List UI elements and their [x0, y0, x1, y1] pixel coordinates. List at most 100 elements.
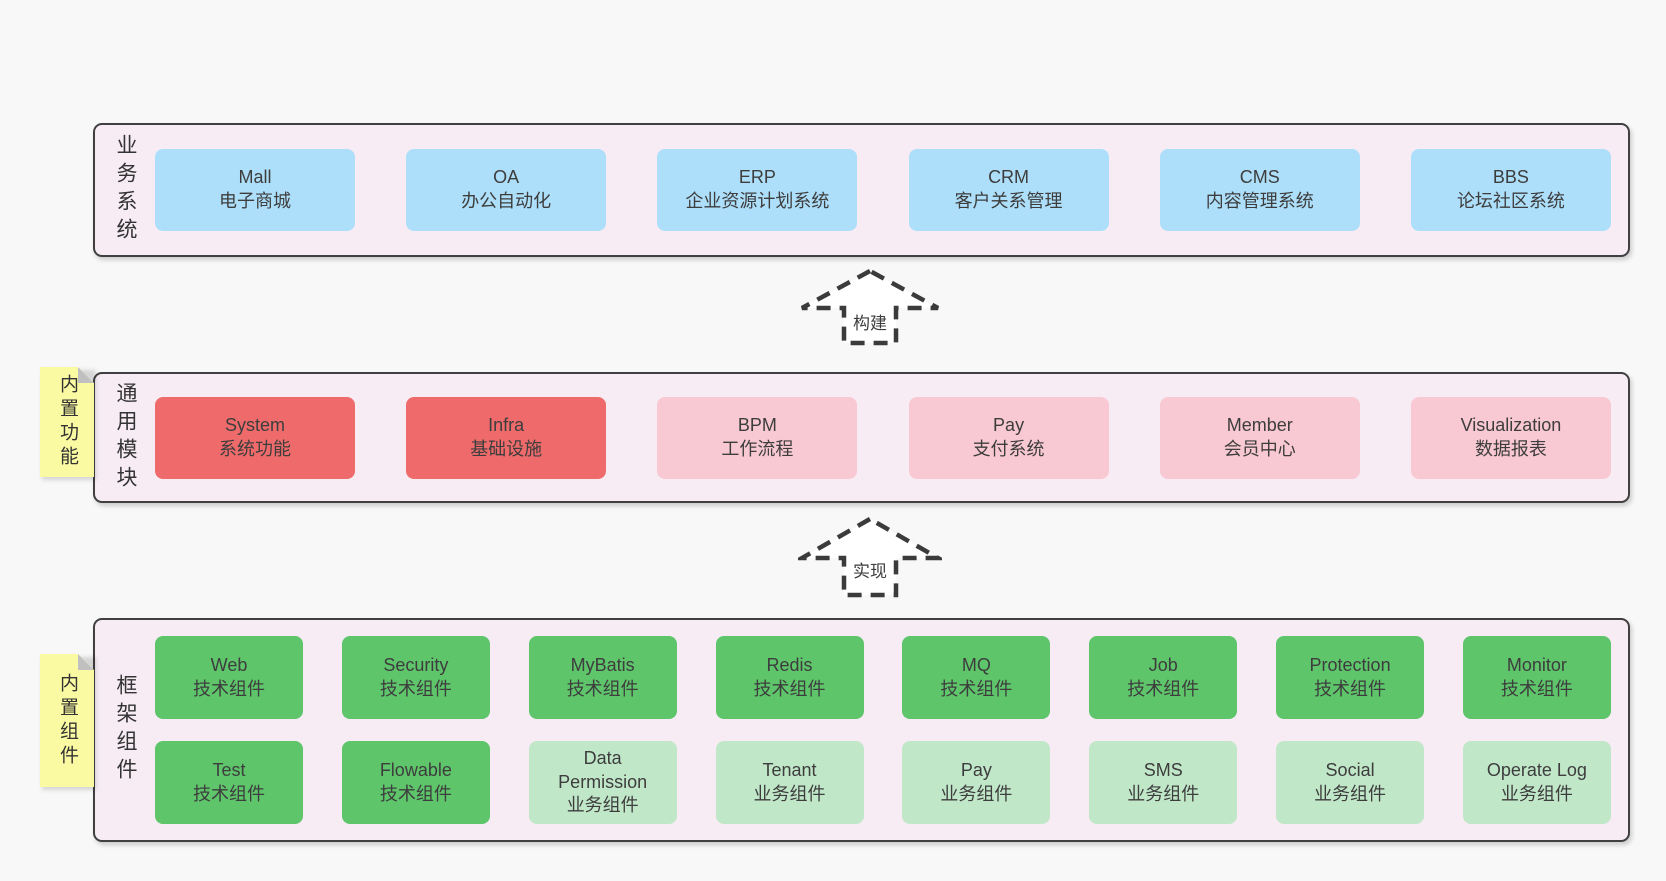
box-subtitle: 办公自动化: [461, 191, 552, 211]
box-title: Member: [1226, 414, 1293, 435]
layer-framework-components-label: 框架组件: [114, 674, 137, 786]
box-social: Social 业务组件: [1276, 741, 1425, 824]
box-protection: Protection 技术组件: [1276, 636, 1425, 719]
box-title: Infra: [488, 414, 525, 435]
box-subtitle: 技术组件: [1314, 678, 1387, 699]
box-subtitle: 业务组件: [1314, 783, 1387, 804]
box-tenant: Tenant 业务组件: [715, 741, 864, 824]
box-title: Job: [1148, 654, 1178, 675]
box-row: Mall 电子商城 OA 办公自动化 ERP 企业资源计划系统 CRM 客户关系管理 CMS 内容…: [155, 149, 1611, 231]
box-bbs: BBS 论坛社区系统: [1410, 149, 1611, 231]
box-operate-log: Operate Log 业务组件: [1462, 741, 1611, 824]
box-subtitle: 电子商城: [219, 191, 291, 211]
box-subtitle: 业务组件: [566, 795, 639, 816]
box-subtitle: 技术组件: [1127, 678, 1200, 699]
box-subtitle: 会员中心: [1223, 438, 1296, 459]
box-subtitle: 技术组件: [379, 783, 452, 804]
box-oa: OA 办公自动化: [406, 149, 607, 231]
box-title: CRM: [988, 167, 1030, 188]
box-infra: Infra 基础设施: [406, 396, 607, 479]
box-subtitle: 数据报表: [1474, 438, 1547, 459]
box-title: Redis: [766, 654, 813, 675]
box-title: System: [224, 414, 285, 435]
box-subtitle: 内容管理系统: [1205, 191, 1314, 211]
box-title: Pay: [993, 414, 1025, 435]
box-title: CMS: [1239, 167, 1280, 188]
box-security: Security 技术组件: [341, 636, 490, 719]
box-title: Operate Log: [1486, 759, 1587, 780]
box-subtitle: 业务组件: [940, 783, 1013, 804]
box-subtitle: 客户关系管理: [954, 191, 1063, 211]
box-subtitle: 论坛社区系统: [1456, 191, 1565, 211]
box-pay: Pay 支付系统: [908, 396, 1109, 479]
layer-common-modules-label: 通用模块: [114, 381, 137, 494]
box-subtitle: 基础设施: [470, 438, 543, 459]
box-monitor: Monitor 技术组件: [1462, 636, 1611, 719]
box-subtitle: 支付系统: [972, 438, 1045, 459]
box-title: ERP: [738, 167, 776, 188]
box-title: Flowable: [379, 759, 452, 780]
box-title: Mall: [238, 167, 272, 188]
box-subtitle: 技术组件: [193, 783, 265, 804]
box-subtitle: 技术组件: [566, 678, 639, 699]
layer-business-systems-label: 业务系统: [114, 134, 137, 246]
box-title: Social: [1325, 759, 1375, 780]
sticky-note-label: 内置组件: [57, 672, 78, 769]
box-subtitle: 技术组件: [379, 678, 452, 699]
box-subtitle: 技术组件: [753, 678, 826, 699]
box-subtitle: 技术组件: [1500, 678, 1573, 699]
box-visualization: Visualization 数据报表: [1410, 396, 1611, 479]
box-system: System 系统功能: [155, 396, 355, 479]
box-row: System 系统功能 Infra 基础设施 BPM 工作流程 Pay 支付系统 Member 会…: [155, 396, 1611, 479]
box-bpm: BPM 工作流程: [657, 396, 858, 479]
box-title: Monitor: [1506, 654, 1567, 675]
box-member: Member 会员中心: [1159, 396, 1360, 479]
box-crm: CRM 客户关系管理: [908, 149, 1109, 231]
box-subtitle: 业务组件: [753, 783, 826, 804]
box-title: BPM: [737, 414, 777, 435]
box-subtitle: 工作流程: [721, 438, 794, 459]
box-flowable: Flowable 技术组件: [341, 741, 490, 824]
arrow-build: 构建: [798, 268, 942, 346]
box-title: MQ: [961, 654, 991, 675]
layer-business-systems-boxes: Mall 电子商城 OA 办公自动化 ERP 企业资源计划系统 CRM 客户关系管理 CMS 内容…: [155, 149, 1611, 231]
arrow-implement-label: 实现: [851, 562, 889, 583]
box-title: BBS: [1492, 167, 1529, 188]
box-title: Visualization: [1460, 414, 1562, 435]
box-title: OA: [493, 167, 520, 188]
layer-business-systems: 业务系统 Mall 电子商城 OA 办公自动化 ERP 企业资源计划系统 CRM 客户关系管理…: [93, 123, 1630, 257]
sticky-note-built-in-features: 内置功能: [40, 367, 94, 477]
box-title: Data Permission: [558, 747, 648, 792]
layer-common-modules: 通用模块 System 系统功能 Infra 基础设施 BPM 工作流程 Pay 支付系统 Me…: [93, 372, 1630, 503]
box-job: Job 技术组件: [1089, 636, 1238, 719]
arrow-build-label: 构建: [851, 314, 889, 335]
box-title: Security: [383, 654, 449, 675]
box-title: Test: [212, 759, 246, 780]
box-subtitle: 业务组件: [1127, 783, 1200, 804]
box-cms: CMS 内容管理系统: [1159, 149, 1360, 231]
box-web: Web 技术组件: [155, 636, 303, 719]
arrow-up-dashed-icon: [798, 516, 942, 598]
arrow-implement: 实现: [798, 516, 942, 598]
box-subtitle: 系统功能: [219, 438, 291, 459]
arrow-up-dashed-icon: [800, 268, 940, 346]
box-subtitle: 技术组件: [193, 678, 265, 699]
box-erp: ERP 企业资源计划系统: [657, 149, 858, 231]
box-title: Protection: [1309, 654, 1391, 675]
box-data-permission: Data Permission 业务组件: [528, 741, 677, 824]
box-title: Tenant: [762, 759, 817, 780]
box-subtitle: 业务组件: [1500, 783, 1573, 804]
box-mq: MQ 技术组件: [902, 636, 1051, 719]
box-subtitle: 企业资源计划系统: [685, 191, 830, 211]
box-title: Web: [210, 654, 248, 675]
box-subtitle: 技术组件: [940, 678, 1013, 699]
box-test: Test 技术组件: [155, 741, 303, 824]
